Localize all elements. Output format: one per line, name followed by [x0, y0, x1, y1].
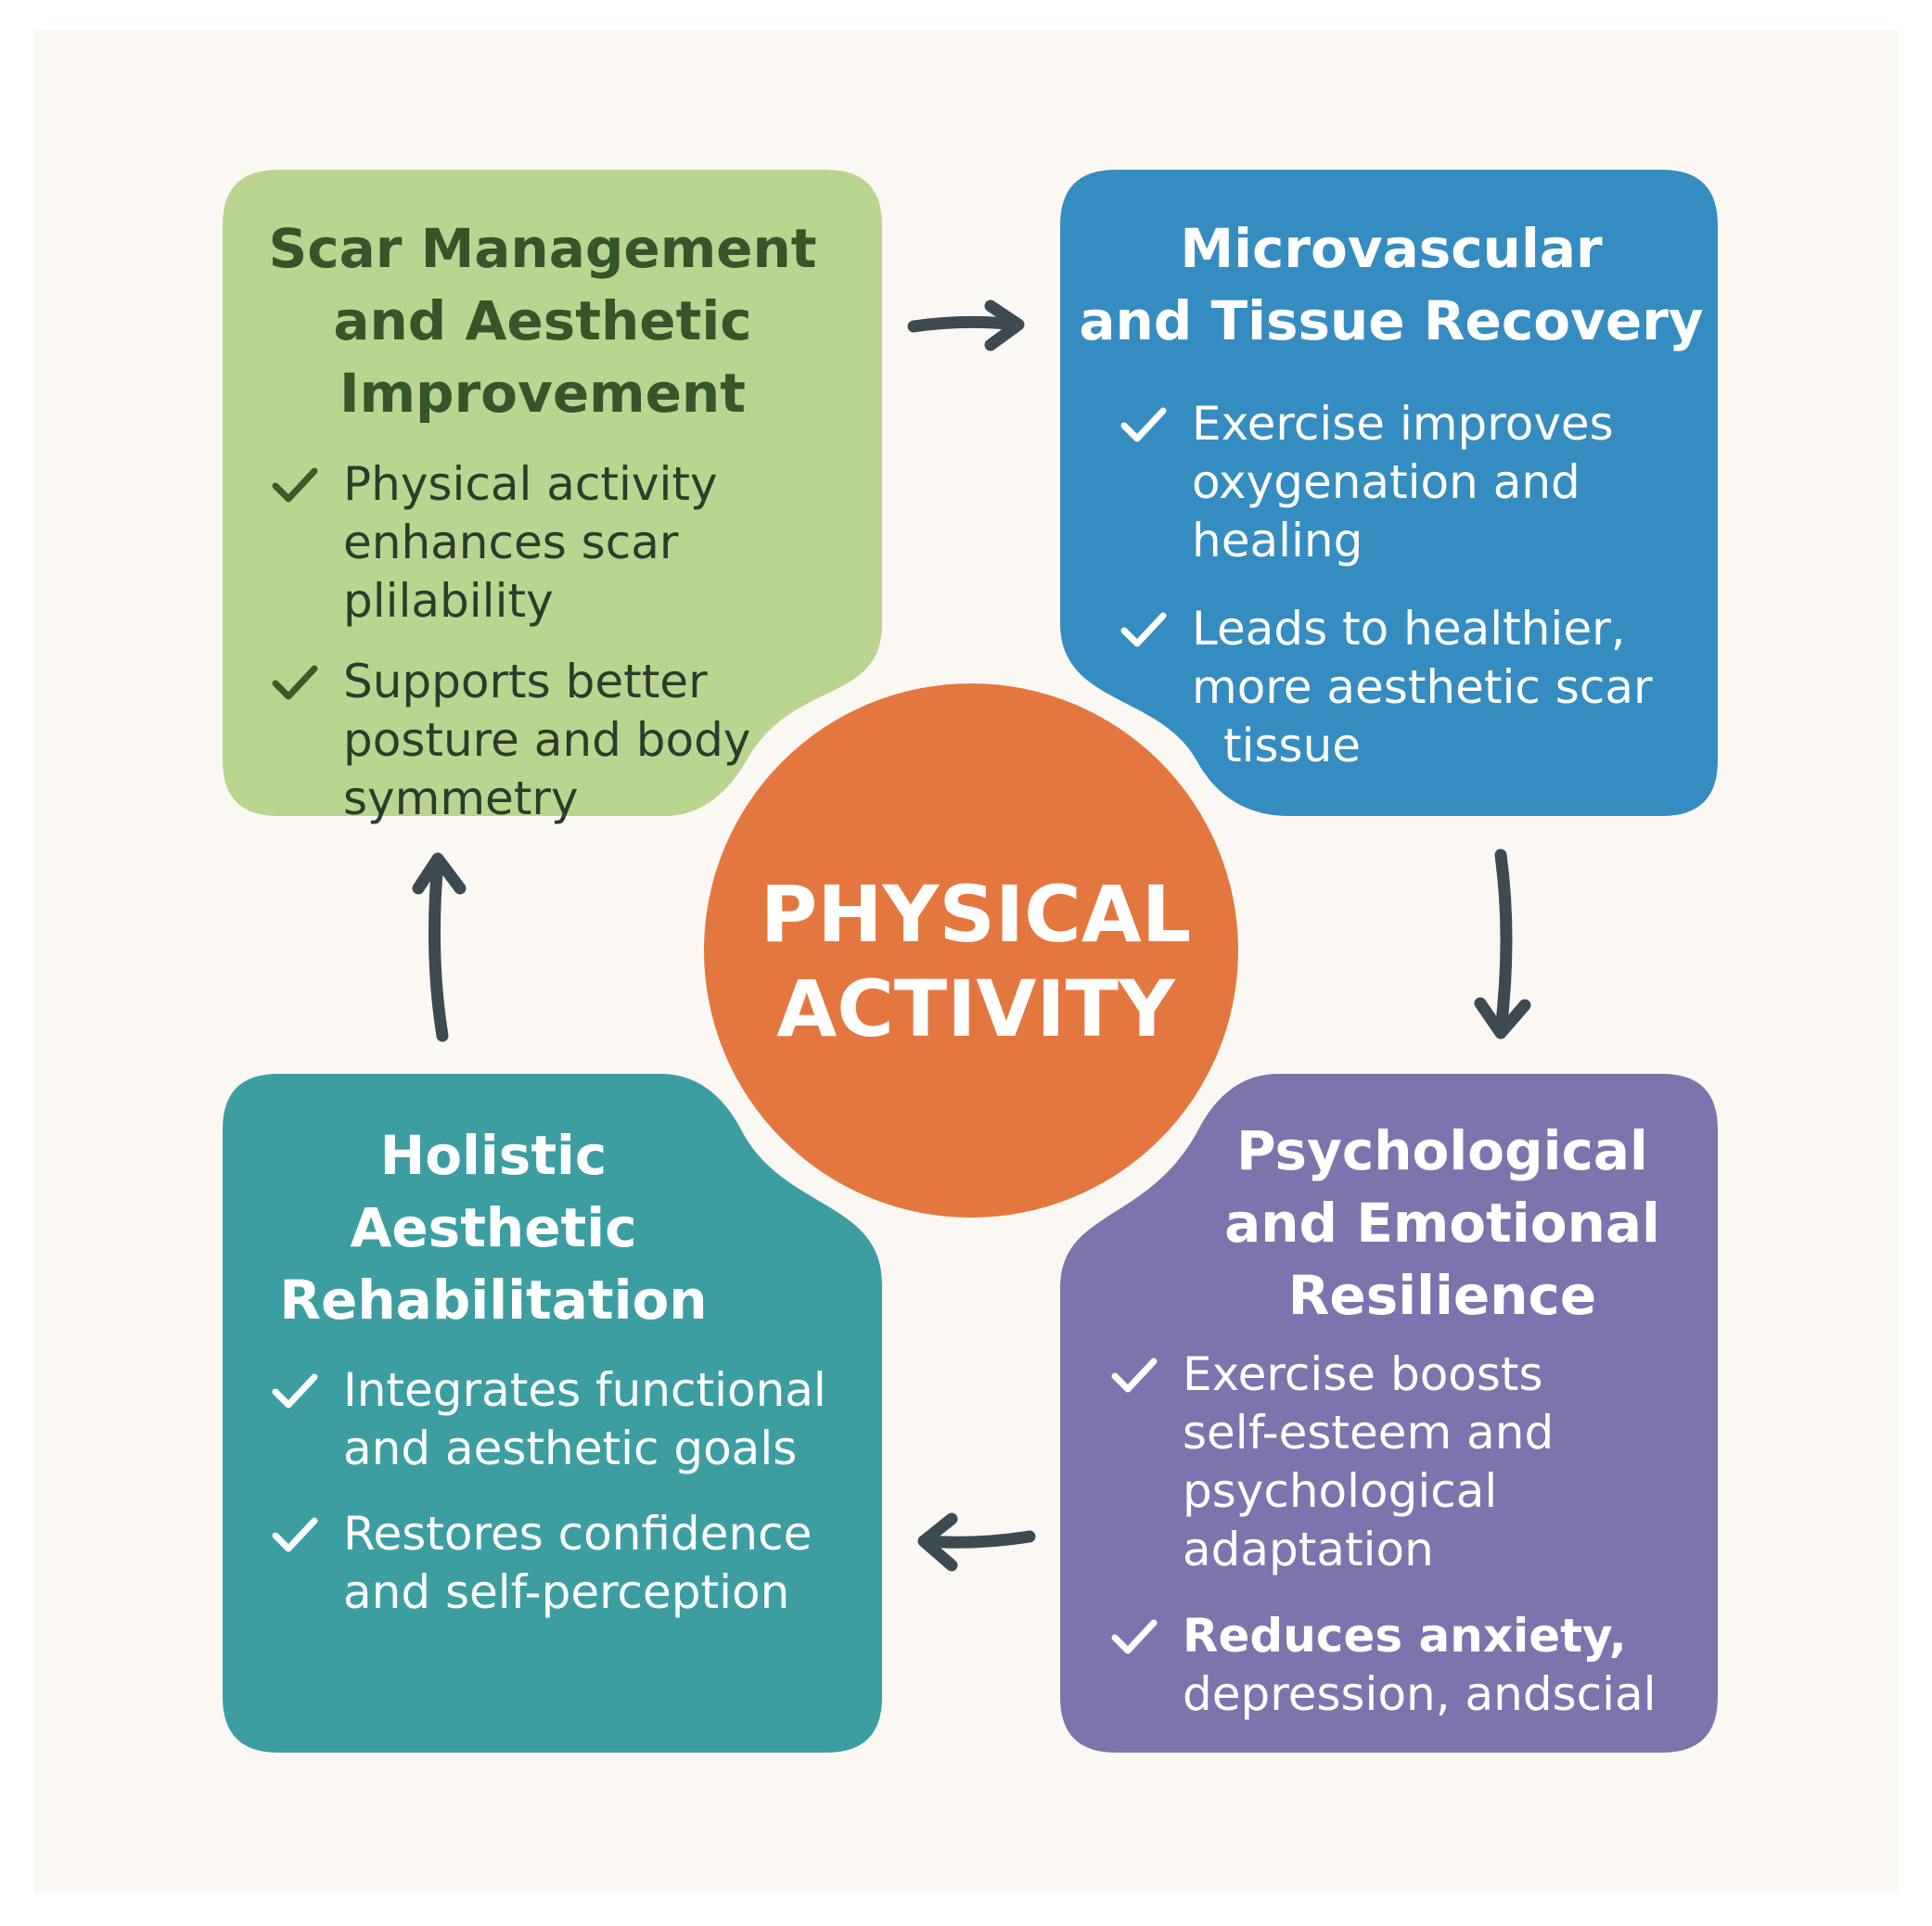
holistic-title: Holistic Aesthetic Rehabilitation [243, 1119, 744, 1336]
bullet-text: Restores confidence [343, 1507, 812, 1561]
bullet-text: tissue [1223, 719, 1362, 772]
check-icon [272, 467, 318, 503]
holistic-bullets: Integrates functional and aesthetic goal… [271, 1361, 874, 1622]
arrow-icon [412, 852, 467, 1042]
bullet-text: Reduces anxiety, [1183, 1609, 1627, 1663]
holistic-box [223, 1074, 882, 1753]
list-item: Reduces anxiety, depression, andscial [1110, 1607, 1713, 1724]
bullet-text: Supports better [343, 655, 708, 708]
microvascular-bullets: Exercise improves oxygenation and healin… [1120, 395, 1713, 775]
bullet-text: adaptation [1183, 1523, 1434, 1576]
bullet-text: posture and body [343, 713, 751, 767]
bullet-text: Exercise boosts [1183, 1347, 1543, 1401]
bullet-text: depression, andscial [1183, 1667, 1657, 1721]
title-line: Resilience [1287, 1264, 1597, 1327]
list-item: Leads to healthier, more aesthetic scar … [1120, 600, 1713, 775]
title-line: Aesthetic [350, 1196, 637, 1259]
bullet-text: healing [1192, 514, 1363, 568]
bullet-text: Exercise improves [1192, 397, 1614, 451]
center-label-line: PHYSICAL [760, 869, 1192, 960]
title-line: Psychological [1236, 1119, 1648, 1182]
microvascular-box [1060, 170, 1718, 816]
center-label: PHYSICAL ACTIVITY [707, 867, 1245, 1056]
check-icon [1111, 1358, 1158, 1393]
check-icon [272, 665, 318, 700]
list-item: Physical activity enhances scar plilabil… [271, 455, 892, 631]
title-line: Improvement [339, 362, 746, 425]
check-icon [272, 1373, 318, 1409]
check-icon [1111, 1619, 1158, 1654]
list-item: Integrates functional and aesthetic goal… [271, 1361, 874, 1478]
psychological-title: Psychological and Emotional Resilience [1178, 1115, 1707, 1332]
list-item: Exercise boosts self-esteem and psycholo… [1110, 1346, 1713, 1579]
bullet-text: Physical activity [343, 457, 718, 511]
psychological-box [1060, 1074, 1718, 1753]
bullet-text: Leads to healthier, [1192, 602, 1626, 656]
scar-management-box [223, 170, 882, 816]
title-line: Scar Management [268, 217, 817, 280]
bullet-text: enhances scar plilability [343, 516, 679, 628]
check-icon [272, 1517, 318, 1552]
bullet-text: more aesthetic scar [1192, 660, 1653, 714]
bullet-text: Integrates functional [343, 1363, 826, 1417]
title-line: Rehabilitation [279, 1269, 708, 1332]
scar-management-title: Scar Management and Aesthetic Improvemen… [232, 212, 853, 429]
arrow-icon [1474, 848, 1531, 1040]
list-item: Exercise improves oxygenation and healin… [1120, 395, 1713, 570]
list-item: Supports better posture and body symmetr… [271, 653, 892, 828]
psychological-bullets: Exercise boosts self-esteem and psycholo… [1110, 1346, 1713, 1724]
bullet-text: and aesthetic goals [343, 1422, 798, 1475]
physical-activity-circle [704, 683, 1238, 1218]
bullet-text: symmetry [343, 772, 579, 825]
title-line: and Emotional [1224, 1192, 1660, 1255]
scar-management-bullets: Physical activity enhances scar plilabil… [271, 455, 892, 828]
bullet-text: psychological [1183, 1464, 1498, 1518]
bullet-text: and self-perception [343, 1565, 790, 1619]
bullet-text: self-esteem and [1183, 1406, 1555, 1460]
microvascular-title: Microvascular and Tissue Recovery [1076, 212, 1707, 357]
bullet-text: oxygenation and [1192, 455, 1580, 509]
title-line: Microvascular [1180, 217, 1603, 280]
check-icon [1120, 407, 1167, 442]
title-line: and Aesthetic [333, 289, 752, 352]
arrow-icon [907, 300, 1025, 351]
center-label-line: ACTIVITY [776, 963, 1175, 1054]
check-icon [1120, 612, 1167, 647]
arrow-icon [917, 1512, 1036, 1572]
title-line: and Tissue Recovery [1079, 289, 1704, 352]
list-item: Restores confidence and self-perception [271, 1505, 874, 1622]
title-line: Holistic [379, 1124, 608, 1187]
